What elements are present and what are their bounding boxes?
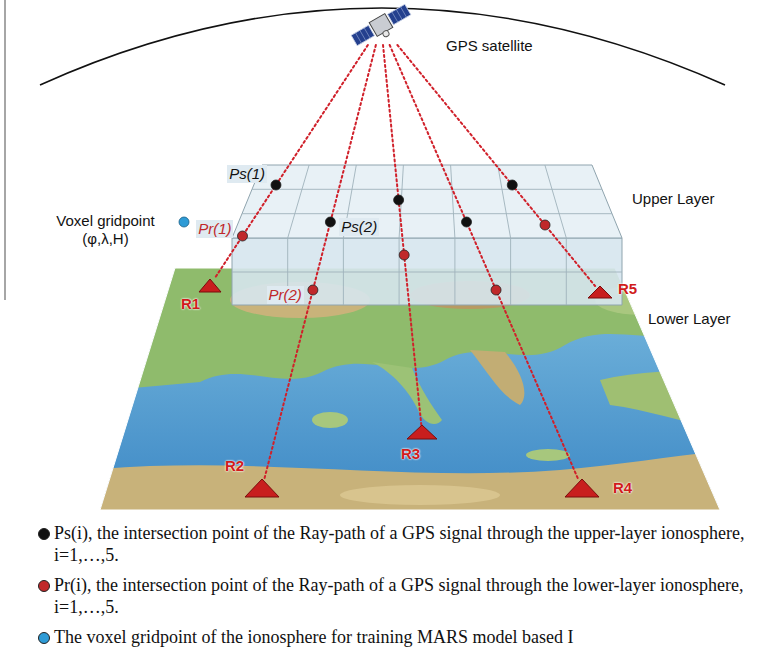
legend-entry: Ps(i), the intersection point of the Ray…: [0, 522, 762, 566]
layer-label: Upper Layer: [632, 190, 715, 208]
voxel-grid: [232, 165, 622, 305]
gridpoint-label: Voxel gridpoint (φ,λ,H): [38, 212, 173, 248]
receiver-triangle: [565, 479, 599, 497]
upper-intersection-dot: [462, 217, 472, 227]
receiver-station: [588, 286, 612, 298]
receiver-label: R2: [225, 457, 244, 475]
receiver-label: R1: [181, 295, 200, 313]
panel-grid: [396, 9, 402, 19]
receiver-label: R5: [618, 280, 637, 298]
signal-ray: [390, 45, 578, 479]
panel-grid: [360, 30, 366, 40]
upper-intersection-dot: [271, 180, 281, 190]
point-label: Pr(1): [196, 220, 233, 238]
lower-intersection-dot: [491, 285, 501, 295]
satellite-icon: [351, 5, 411, 45]
voxel-gridpoint-dot: [179, 217, 189, 227]
legend-entry: The voxel gridpoint of the ionosphere fo…: [0, 626, 762, 648]
receiver-node: R4: [565, 479, 599, 497]
satellite-label: GPS satellite: [446, 37, 533, 55]
point-label: Pr(2): [267, 286, 304, 304]
lower-intersection-dot: [308, 285, 318, 295]
receiver-node: R3: [407, 425, 437, 439]
panel-grid: [364, 28, 370, 38]
lower-intersection-dot: [540, 220, 550, 230]
receiver-station: [407, 425, 437, 439]
receiver-station: [199, 279, 221, 292]
receiver-label: R3: [401, 445, 420, 463]
panel-grid: [355, 33, 361, 43]
legend-swatch: [38, 632, 50, 644]
island: [526, 449, 570, 461]
satellite-antenna: [382, 30, 390, 38]
upper-intersection-dot: [507, 180, 517, 190]
receiver-label: R4: [613, 479, 632, 497]
receiver-node: R1: [199, 279, 221, 292]
legend-text: Ps(i), the intersection point of the Ray…: [54, 522, 754, 566]
upper-intersection-dot: [394, 195, 404, 205]
panel-grid: [401, 7, 407, 17]
land-east: [600, 365, 730, 430]
signal-ray: [383, 45, 421, 425]
satellite-body: [350, 3, 414, 52]
receiver-triangle: [407, 425, 437, 439]
slab-top: [232, 165, 622, 238]
receiver-station: [245, 479, 279, 497]
legend-swatch: [38, 580, 50, 592]
desert-area: [340, 485, 500, 505]
satellite-node: GPS satellite: [351, 5, 411, 45]
legend-text: The voxel gridpoint of the ionosphere fo…: [54, 626, 754, 648]
receiver-node: R2: [245, 479, 279, 497]
solar-panel: [388, 4, 411, 24]
legend-text: Pr(i), the intersection point of the Ray…: [54, 574, 754, 618]
panel-grid: [392, 12, 398, 22]
signal-ray: [397, 45, 595, 286]
solar-panel: [351, 25, 374, 45]
receiver-triangle: [245, 479, 279, 497]
peninsula: [470, 350, 524, 405]
island: [312, 412, 348, 428]
legend-swatch: [38, 528, 50, 540]
upper-intersection-dot: [325, 217, 335, 227]
receiver-node: R5: [588, 286, 612, 298]
receiver-triangle: [588, 286, 612, 298]
point-label: Ps(1): [227, 165, 267, 183]
point-label: Ps(2): [339, 218, 379, 236]
frame-line: [4, 0, 6, 300]
peninsula: [372, 362, 442, 424]
lower-intersection-dot: [237, 231, 247, 241]
receiver-station: [565, 479, 599, 497]
receiver-triangle: [199, 279, 221, 292]
lower-intersection-dot: [399, 250, 409, 260]
legend-entry: Pr(i), the intersection point of the Ray…: [0, 574, 762, 618]
signal-ray: [264, 45, 376, 479]
layer-label: Lower Layer: [648, 310, 731, 328]
ionosphere-slab: [232, 165, 622, 305]
